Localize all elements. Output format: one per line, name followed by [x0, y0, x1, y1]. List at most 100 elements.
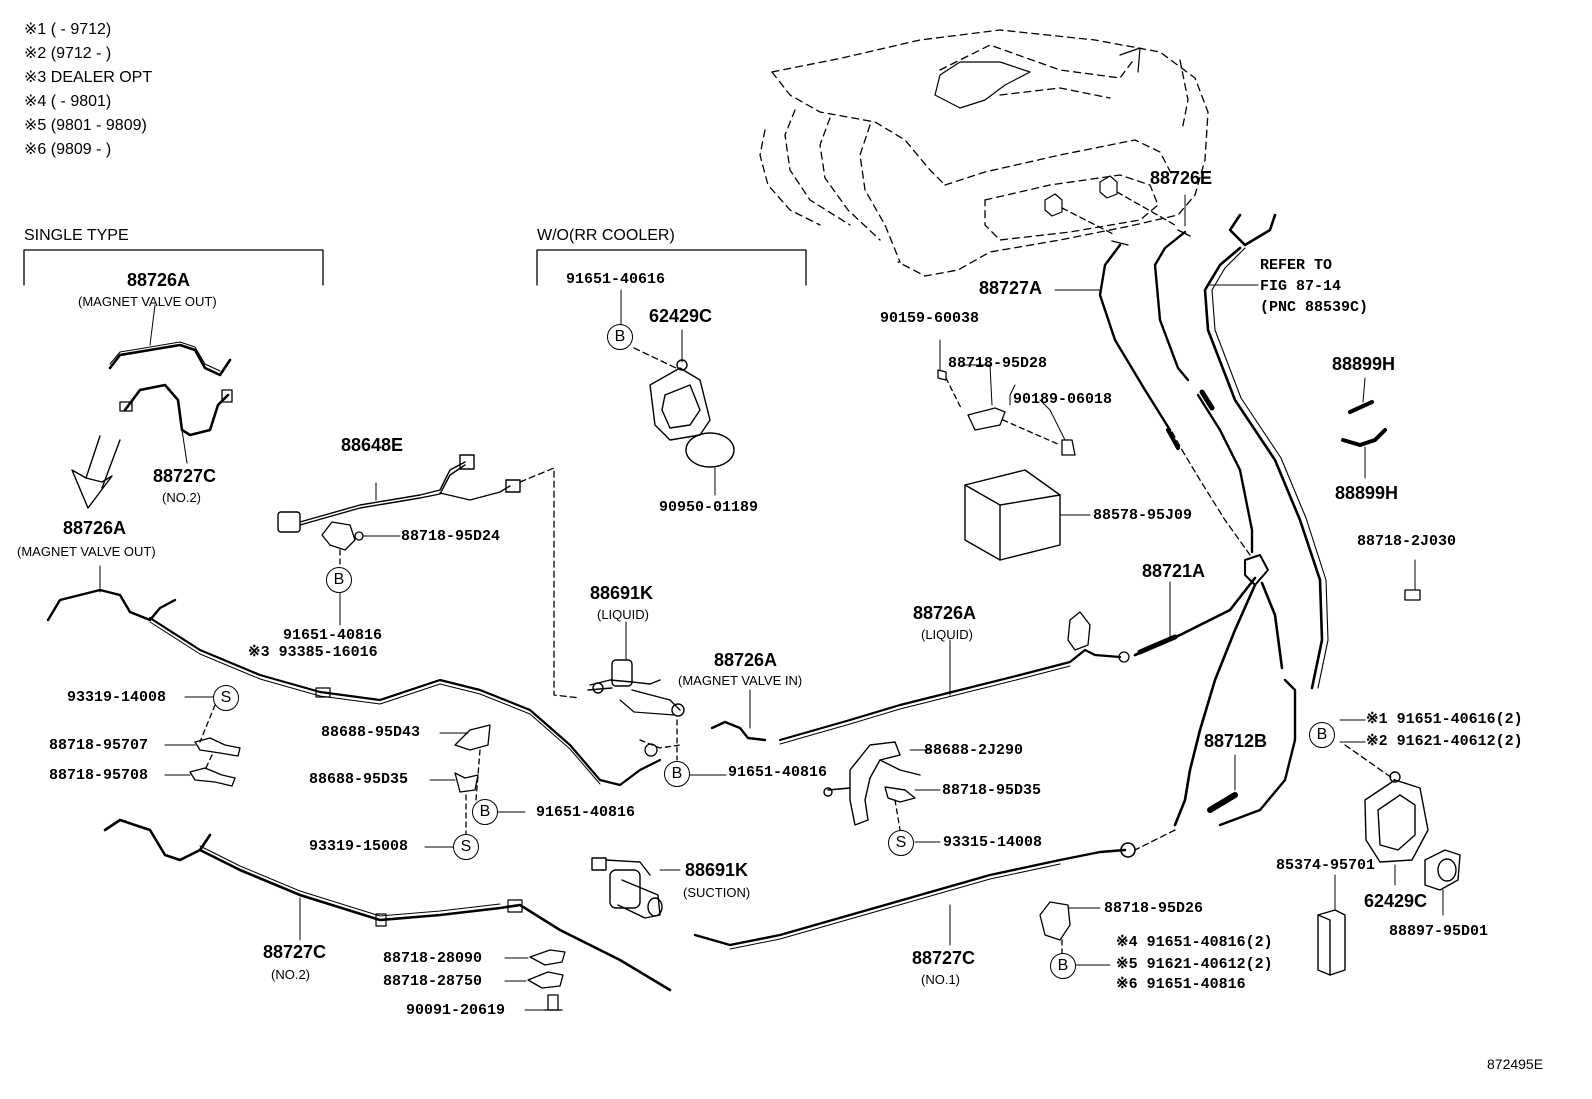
- label-88726A-magnet-in-sub: (MAGNET VALVE IN): [678, 673, 803, 688]
- note-4: ※4 91651-40816(2): [1116, 934, 1273, 951]
- label-88727C-bot: 88727C: [263, 942, 327, 962]
- pipe-88726A-liquid: [778, 648, 1122, 742]
- label-88726A-top: 88726A: [127, 270, 191, 290]
- pipe-88727C-top: [123, 383, 230, 437]
- label-88712B: 88712B: [1204, 731, 1268, 751]
- label-88691K-liquid: 88691K: [590, 583, 654, 603]
- label-88718-95D24: 88718-95D24: [401, 528, 501, 545]
- refer-line-1: REFER TO: [1260, 257, 1333, 274]
- label-88718-95708: 88718-95708: [49, 767, 149, 784]
- hose-88712B: [1173, 581, 1284, 827]
- label-88718-28090: 88718-28090: [383, 950, 483, 967]
- label-88727C-bot-sub: (NO.2): [271, 967, 310, 982]
- label-88727C-top: 88727C: [153, 466, 217, 486]
- callout-b-1: B: [607, 324, 633, 350]
- group-single-type: SINGLE TYPE: [24, 227, 129, 244]
- wire-88648E: [277, 454, 521, 533]
- direction-arrow: [71, 435, 121, 509]
- label-88726A-mid: 88726A: [63, 518, 127, 538]
- pipe-88726A-top: [108, 343, 232, 377]
- label-91651-40616-a: 91651-40616: [566, 271, 666, 288]
- bracket-wo-rr-cooler: [536, 249, 807, 286]
- hose-refer-87-14: [1203, 213, 1324, 690]
- label-93319-15008: 93319-15008: [309, 838, 409, 855]
- label-85374-95701: 85374-95701: [1276, 857, 1376, 874]
- label-88897-95D01: 88897-95D01: [1389, 923, 1489, 940]
- label-90091-20619: 90091-20619: [406, 1002, 506, 1019]
- label-93319-14008: 93319-14008: [67, 689, 167, 706]
- legend-line-1: ※1 ( - 9712): [24, 21, 112, 38]
- note-1: ※1 91651-40616(2): [1366, 711, 1523, 728]
- clip-88718-95D28: [937, 369, 1006, 431]
- label-88726A-top-sub: (MAGNET VALVE OUT): [78, 294, 217, 309]
- valve-88691K-liquid: [587, 659, 685, 717]
- label-88718-2J030: 88718-2J030: [1357, 533, 1457, 550]
- label-88578-95J09: 88578-95J09: [1093, 507, 1193, 524]
- valve-88691K-suction: [591, 857, 663, 919]
- label-90189-06018: 90189-06018: [1013, 391, 1113, 408]
- nut-90189-06018: [1061, 439, 1076, 456]
- clip-88718-95707: [194, 737, 241, 757]
- label-88899H-a: 88899H: [1332, 354, 1396, 374]
- bracket-88688-2J290: [823, 741, 921, 826]
- clamp-88718-28750: [527, 971, 564, 989]
- label-91651-40816-b: 91651-40816: [728, 764, 828, 781]
- label-88726A-liquid-sub: (LIQUID): [921, 627, 973, 642]
- bolt-90091-20619: [543, 994, 563, 1011]
- clamp-88718-28090: [529, 949, 566, 966]
- engine-detail: [934, 47, 1141, 217]
- label-93315-14008: 93315-14008: [943, 834, 1043, 851]
- legend-line-4: ※4 ( - 9801): [24, 93, 112, 110]
- label-62429C-b: 62429C: [1364, 891, 1428, 911]
- grommet-62429C-top: [649, 359, 711, 441]
- label-88648E: 88648E: [341, 435, 404, 455]
- label-88691K-suction-sub: (SUCTION): [683, 885, 751, 900]
- callout-b-3: B: [664, 761, 690, 787]
- grommet-62429C-right: [1364, 771, 1429, 863]
- note-2: ※2 91621-40612(2): [1366, 733, 1523, 750]
- pipe-88727C-bot: [103, 818, 672, 992]
- part-88899H: [1341, 400, 1387, 447]
- callout-b-4: B: [472, 799, 498, 825]
- label-90159-60038: 90159-60038: [880, 310, 980, 327]
- label-88691K-liquid-sub: (LIQUID): [597, 607, 649, 622]
- label-88688-2J290: 88688-2J290: [924, 742, 1024, 759]
- plug-88897-95D01: [1424, 849, 1461, 891]
- pipe-88726A-mid: [46, 588, 177, 622]
- label-88718-95D28: 88718-95D28: [948, 355, 1048, 372]
- label-88718-95D35: 88718-95D35: [942, 782, 1042, 799]
- label-90950-01189: 90950-01189: [659, 499, 759, 516]
- box-88578-95J09: [964, 469, 1061, 561]
- label-88727C-top-sub: (NO.2): [162, 490, 201, 505]
- label-88726A-mid-sub: (MAGNET VALVE OUT): [17, 544, 156, 559]
- label-88726A-magnet-in: 88726A: [714, 650, 778, 670]
- group-wo-rr-cooler: W/O(RR COOLER): [537, 227, 675, 244]
- engine-block: [759, 29, 1209, 277]
- label-88727C-no1-sub: (NO.1): [921, 972, 960, 987]
- hose-88727A: [1098, 243, 1172, 432]
- label-88691K-suction: 88691K: [685, 860, 749, 880]
- legend-line-5: ※5 (9801 - 9809): [24, 117, 147, 134]
- note-5: ※5 91621-40612(2): [1116, 956, 1273, 973]
- pipe-88721A: [1133, 576, 1257, 657]
- label-88688-95D43: 88688-95D43: [321, 724, 421, 741]
- bracket-single-type: [23, 249, 324, 286]
- label-91651-40816-c: 91651-40816: [536, 804, 636, 821]
- refer-line-2: FIG 87-14: [1260, 278, 1342, 295]
- legend-line-3: ※3 DEALER OPT: [24, 69, 153, 86]
- label-88727C-no1: 88727C: [912, 948, 976, 968]
- bracket-88688-95D43: [454, 724, 491, 793]
- label-88718-28750: 88718-28750: [383, 973, 483, 990]
- clip-88718-95D24: [321, 521, 364, 551]
- label-88688-95D35: 88688-95D35: [309, 771, 409, 788]
- callout-s-2: S: [453, 834, 479, 860]
- figure-id: 872495E: [1487, 1056, 1544, 1072]
- callout-s-3: S: [888, 830, 914, 856]
- pipe-88727C-no1: [693, 848, 1127, 947]
- label-93385-16016: ※3 93385-16016: [248, 644, 378, 661]
- label-88726A-liquid: 88726A: [913, 603, 977, 623]
- callout-b-2: B: [326, 567, 352, 593]
- pipe-long-mid: [148, 616, 662, 787]
- callout-s-1: S: [213, 685, 239, 711]
